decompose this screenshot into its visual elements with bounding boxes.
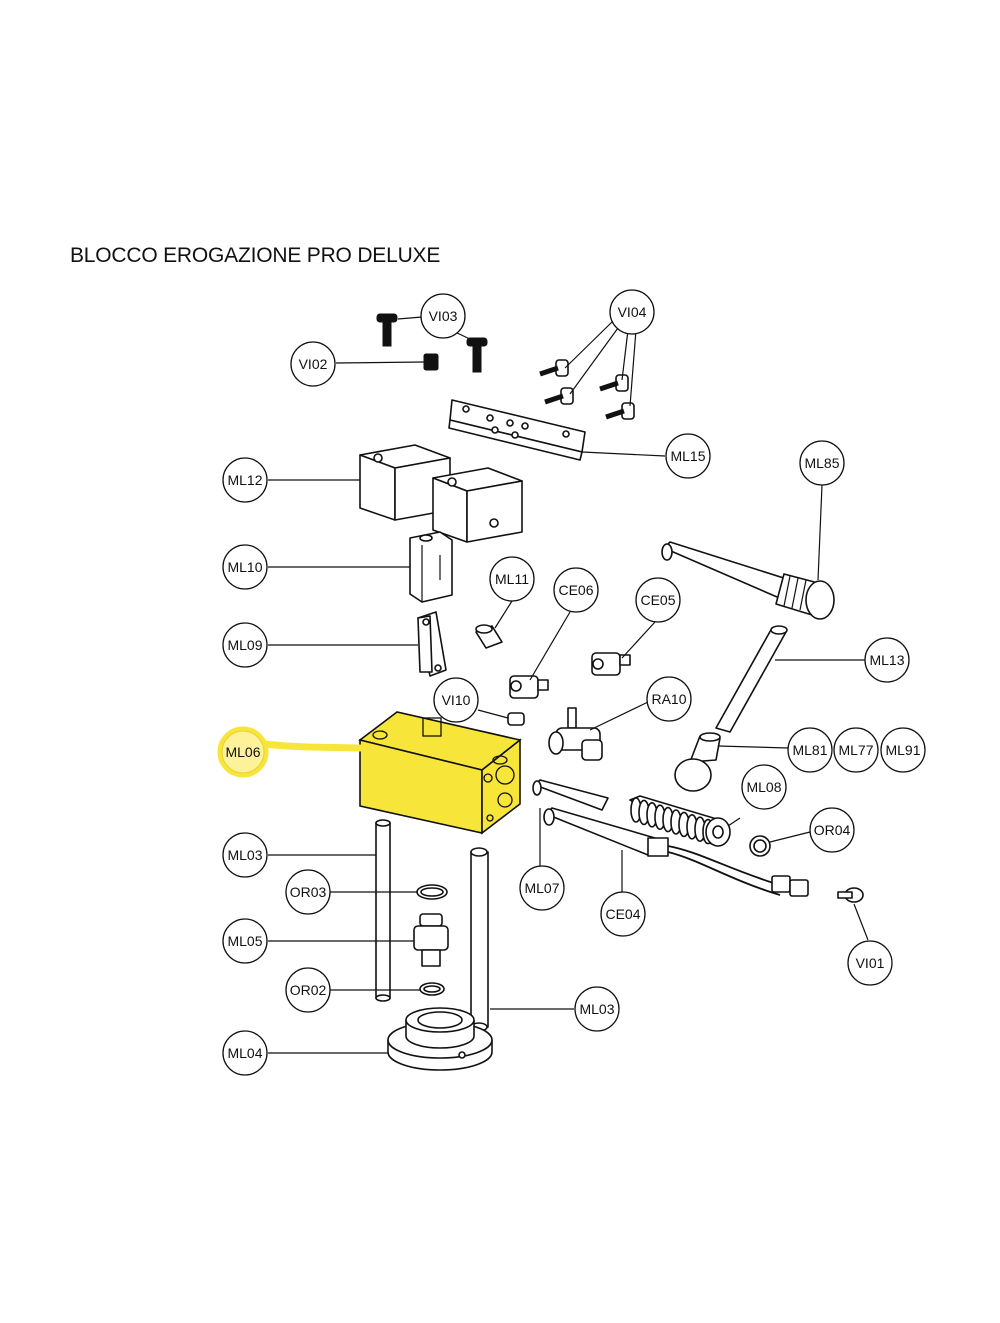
callout-ra10[interactable]: RA10 <box>646 676 692 722</box>
ce06-sensor <box>509 675 549 699</box>
callout-ml06[interactable]: ML06 <box>217 726 269 778</box>
callout-or03[interactable]: OR03 <box>285 869 331 915</box>
callout-vi10-label: VI10 <box>442 692 471 708</box>
leader-lines <box>268 316 869 1054</box>
callout-ce05-label: CE05 <box>640 592 675 608</box>
ml05-fitting <box>413 913 449 967</box>
callout-ce04-label: CE04 <box>605 906 640 922</box>
callout-ce06-label: CE06 <box>558 582 593 598</box>
ml11-pin <box>475 624 503 649</box>
callout-or02[interactable]: OR02 <box>285 967 331 1013</box>
or03-ring <box>416 884 448 900</box>
callout-ml85-label: ML85 <box>804 455 839 471</box>
ml12-blocks <box>359 444 523 543</box>
callout-vi02[interactable]: VI02 <box>290 341 336 387</box>
vi02-grub-screw <box>423 353 439 371</box>
ml81-knob <box>674 732 721 792</box>
callout-ml13-label: ML13 <box>869 652 904 668</box>
ml13-rod <box>715 625 788 733</box>
callout-ml15[interactable]: ML15 <box>665 433 711 479</box>
ce05-sensor <box>591 652 631 676</box>
callout-vi02-label: VI02 <box>299 356 328 372</box>
callout-ml81[interactable]: ML81 <box>787 727 833 773</box>
callout-ml81-label: ML81 <box>792 742 827 758</box>
ml09-lever <box>417 611 447 677</box>
vi03-screws <box>376 313 488 373</box>
callout-ra10-label: RA10 <box>651 691 686 707</box>
callout-ml08-label: ML08 <box>746 779 781 795</box>
ml10-connector <box>409 531 453 603</box>
callout-vi03[interactable]: VI03 <box>420 293 466 339</box>
callout-ml91[interactable]: ML91 <box>880 727 926 773</box>
ml06-block-highlighted <box>358 711 522 835</box>
callout-ml08[interactable]: ML08 <box>741 764 787 810</box>
callout-ml07[interactable]: ML07 <box>519 865 565 911</box>
diagram-title: BLOCCO EROGAZIONE PRO DELUXE <box>70 244 441 267</box>
callout-ml12-label: ML12 <box>227 472 262 488</box>
callout-or02-label: OR02 <box>290 982 327 998</box>
callout-ml77[interactable]: ML77 <box>833 727 879 773</box>
callout-ml10-label: ML10 <box>227 559 262 575</box>
callout-vi03-label: VI03 <box>429 308 458 324</box>
ml15-plate <box>448 399 586 461</box>
callout-ml12[interactable]: ML12 <box>222 457 268 503</box>
ml03-left-rod <box>375 819 391 1002</box>
callout-ce04[interactable]: CE04 <box>600 891 646 937</box>
callout-ml03-right[interactable]: ML03 <box>574 986 620 1032</box>
callout-ml04[interactable]: ML04 <box>222 1030 268 1076</box>
callout-vi04-label: VI04 <box>618 304 647 320</box>
callout-ml15-label: ML15 <box>670 448 705 464</box>
callout-ml09-label: ML09 <box>227 637 262 653</box>
callout-ml11-label: ML11 <box>495 571 529 587</box>
callout-ml85[interactable]: ML85 <box>799 440 845 486</box>
ml04-base <box>387 1007 493 1071</box>
callout-vi10[interactable]: VI10 <box>433 677 479 723</box>
callout-ml05-label: ML05 <box>227 933 262 949</box>
ml06-highlight-leader <box>261 740 364 752</box>
vi01-screw <box>837 887 864 903</box>
callout-ml13[interactable]: ML13 <box>864 637 910 683</box>
or04-ring <box>749 835 771 857</box>
callout-ml06-label: ML06 <box>225 744 260 760</box>
callout-ml03-left-label: ML03 <box>227 847 262 863</box>
ml03-right-rod <box>470 847 489 1032</box>
callout-vi01-label: VI01 <box>856 955 885 971</box>
vi10-screw <box>507 712 525 726</box>
callout-ml91-label: ML91 <box>885 742 920 758</box>
callout-ce05[interactable]: CE05 <box>635 577 681 623</box>
callout-vi01[interactable]: VI01 <box>847 940 893 986</box>
callout-or03-label: OR03 <box>290 884 327 900</box>
callout-ml77-label: ML77 <box>838 742 873 758</box>
callout-ml04-label: ML04 <box>227 1045 262 1061</box>
callout-or04-label: OR04 <box>814 822 851 838</box>
callout-ml05[interactable]: ML05 <box>222 918 268 964</box>
callout-ml09[interactable]: ML09 <box>222 622 268 668</box>
ml08-spring <box>629 795 731 847</box>
ml85-handle <box>661 541 835 620</box>
or02-ring <box>419 982 445 996</box>
callout-vi04[interactable]: VI04 <box>609 289 655 335</box>
callout-ml10[interactable]: ML10 <box>222 544 268 590</box>
callout-ml03-right-label: ML03 <box>579 1001 614 1017</box>
callout-or04[interactable]: OR04 <box>809 807 855 853</box>
ra10-fitting <box>548 707 603 761</box>
callout-ml03-left[interactable]: ML03 <box>222 832 268 878</box>
callout-ml07-label: ML07 <box>524 880 559 896</box>
vi04-screws <box>539 359 635 420</box>
ce04-heater <box>543 807 809 897</box>
ml07-rod <box>532 779 609 811</box>
callout-ce06[interactable]: CE06 <box>553 567 599 613</box>
callout-ml11[interactable]: ML11 <box>489 556 535 602</box>
